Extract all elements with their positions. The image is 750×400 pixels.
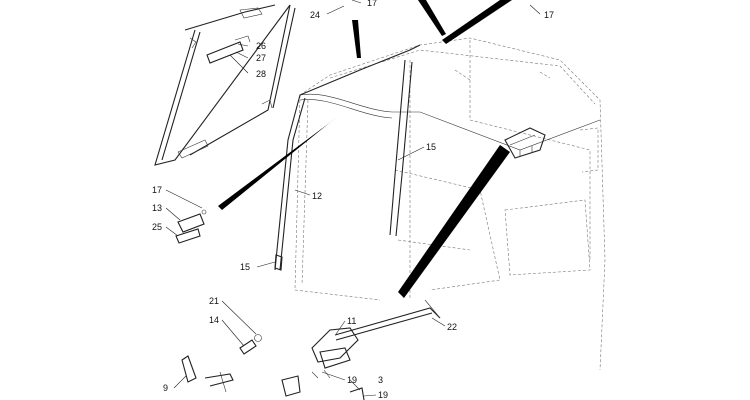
- callout-19-upper: 19: [347, 375, 357, 385]
- callout-labels: 24 17 17 26 27 28 15 12 17 13 25 15 21 1…: [152, 0, 554, 400]
- leader-lines: [165, 0, 541, 397]
- callout-14: 14: [209, 315, 219, 325]
- callout-15-latch: 15: [426, 142, 436, 152]
- callout-17-top: 17: [367, 0, 377, 8]
- pointer-wedges: [218, 0, 512, 298]
- callout-22: 22: [447, 322, 457, 332]
- mirror-assembly: [206, 35, 251, 64]
- callout-17-right: 17: [544, 10, 554, 20]
- callout-19-lower: 19: [378, 390, 388, 400]
- cable-clamp: [181, 355, 365, 400]
- callout-9: 9: [163, 383, 168, 393]
- callout-13: 13: [152, 203, 162, 213]
- cab-ghost-outline: [294, 37, 606, 371]
- bolt: [239, 334, 262, 355]
- latch-actuator: [311, 299, 441, 379]
- callout-17-left: 17: [152, 185, 162, 195]
- weather-strip: [274, 44, 601, 271]
- door-handle: [175, 209, 207, 244]
- callout-25: 25: [152, 222, 162, 232]
- callout-26: 26: [256, 41, 266, 51]
- door-frame: [154, 4, 296, 166]
- callout-24: 24: [310, 10, 320, 20]
- callout-15-strip: 15: [240, 262, 250, 272]
- callout-11: 11: [347, 316, 356, 326]
- callout-12: 12: [312, 191, 322, 201]
- callout-27: 27: [256, 53, 266, 63]
- callout-3: 3: [378, 375, 383, 385]
- callout-28: 28: [256, 69, 266, 79]
- door-latch: [504, 127, 546, 159]
- callout-21: 21: [209, 296, 219, 306]
